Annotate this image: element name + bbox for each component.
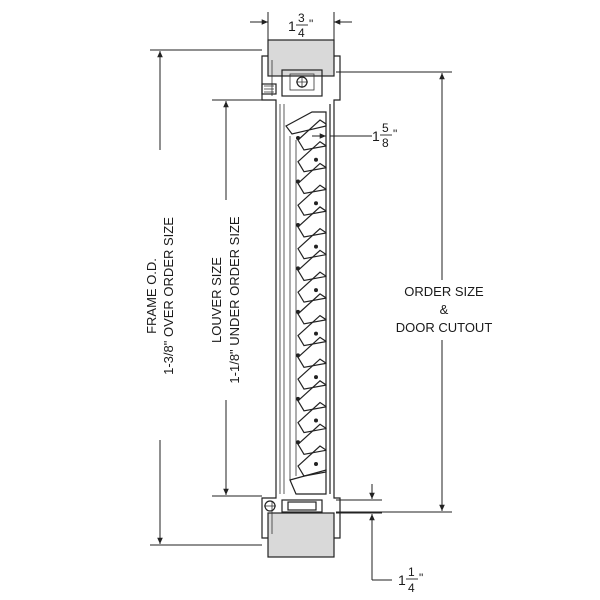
top-width-num: 3 [298,11,305,25]
louver-blade [297,401,327,434]
blade-pivot-pin [296,309,300,314]
louver-size-label-line2: 1-1/8" UNDER ORDER SIZE [227,216,242,383]
louver-blade [297,423,327,455]
blade-pivot-pin [314,244,318,249]
frame-od-label-line2: 1-3/8" OVER ORDER SIZE [161,217,176,375]
louver-bottom-frame [289,469,327,495]
bottom-height-unit: " [419,571,423,585]
louver-blade [297,380,327,412]
louver-size-label-line1: LOUVER SIZE [209,257,224,343]
blade-pivot-pin [296,396,300,401]
top-width-unit: " [309,17,313,31]
dim-louver-size: LOUVER SIZE 1-1/8" UNDER ORDER SIZE [209,99,262,497]
louver-depth-num: 5 [382,121,389,135]
blade-carrier [289,136,297,480]
louver-blade [297,314,327,347]
louver-blade [297,162,327,195]
louver-blade [297,140,327,173]
louver-depth-den: 8 [382,136,389,150]
bottom-height-whole: 1 [398,572,406,588]
louver-blade [297,358,327,390]
blade-pivot-pin [314,331,318,336]
top-width-den: 4 [298,26,305,40]
louver-blade [297,293,327,325]
louver-blade [297,271,327,303]
blade-pivot-pin [314,288,318,293]
frame [261,55,341,539]
blade-pivot-pin [296,353,300,358]
top-width-whole: 1 [288,18,296,34]
louver-blade [297,445,327,477]
dim-frame-od: FRAME O.D. 1-3/8" OVER ORDER SIZE [144,49,262,546]
louver-blade [297,206,327,238]
dim-bottom-height: 1 1 4 " [336,484,423,595]
dim-order-size: ORDER SIZE & DOOR CUTOUT [336,71,493,513]
blade-pivot-pin [296,179,300,184]
bottom-height-num: 1 [408,565,415,579]
louver-blade [297,119,327,151]
blade-pivot-pin [314,418,318,423]
louver-blade [297,249,327,282]
louver-depth-unit: " [393,127,397,141]
bottom-clip [264,499,323,513]
order-size-label-line1: ORDER SIZE [404,284,484,299]
louver-blade [297,227,327,260]
blade-pivot-pin [296,266,300,271]
order-size-label-line2: & [440,302,449,317]
order-size-label-line3: DOOR CUTOUT [396,320,493,335]
blade-pivot-pin [296,136,300,140]
louver-depth-whole: 1 [372,128,380,144]
top-clip [261,69,323,97]
dim-louver-depth: 1 5 8 " [312,121,397,150]
louver-blade [297,184,327,216]
frame-od-label-line1: FRAME O.D. [144,258,159,334]
blade-pivot-pin [296,222,300,227]
door-bottom-slab [267,512,335,558]
louver-blades [285,111,327,495]
blade-pivot-pin [314,157,318,162]
blade-pivot-pin [314,375,318,380]
blade-pivot-pin [314,201,318,206]
blade-pivot-pin [314,462,318,467]
blade-pivot-pin [296,440,300,445]
bottom-height-den: 4 [408,581,415,595]
louver-top-frame [285,111,327,135]
louver-blade [297,336,327,369]
dim-top-width: 1 3 4 " [250,11,352,40]
